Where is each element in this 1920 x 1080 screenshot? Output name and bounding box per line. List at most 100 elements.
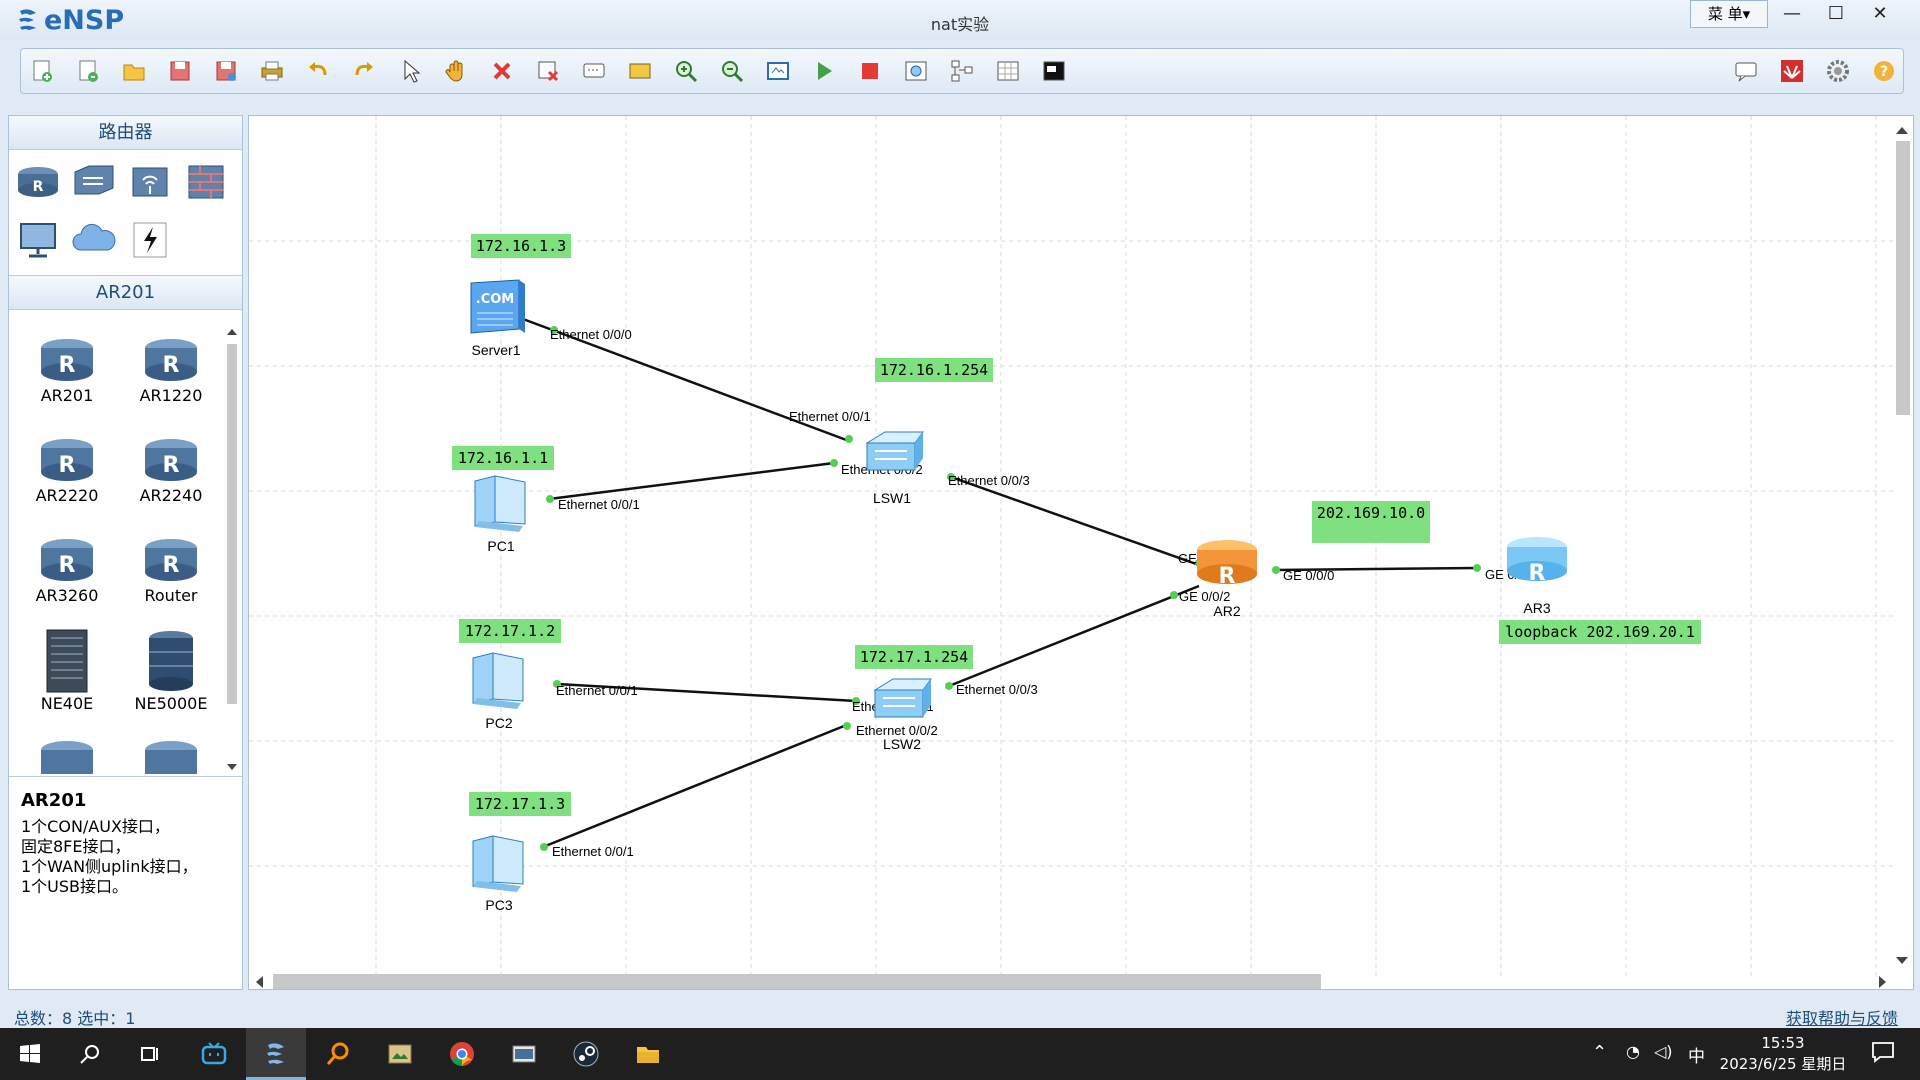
capture-icon[interactable] [902,57,930,85]
node-pc2[interactable]: PC2 [472,652,524,731]
device-partial-1[interactable] [17,734,117,774]
link-ar2-ar3[interactable] [1275,566,1478,572]
explorer-icon[interactable] [618,1028,678,1080]
device-list-scrollbar[interactable] [224,324,240,776]
search-icon[interactable] [60,1028,120,1080]
link-pc3-lsw2[interactable] [542,722,850,849]
note-lsw1-text: 172.16.1.254 [880,361,988,379]
redo-icon[interactable] [350,57,378,85]
canvas-hscrollbar[interactable] [256,974,1886,990]
note-pc3[interactable] [469,792,571,816]
open-icon[interactable] [120,57,148,85]
settings-icon[interactable] [1824,57,1852,85]
chat-icon[interactable] [1732,57,1760,85]
huawei-icon[interactable] [1778,57,1806,85]
node-ar2[interactable]: R AR2 [1197,540,1257,619]
wireless-category-icon[interactable] [127,160,173,204]
node-lsw1[interactable]: LSW1 [865,431,924,506]
category-grid: R [9,150,242,276]
minimize-button[interactable]: — [1783,3,1801,24]
grid-icon[interactable] [994,57,1022,85]
start-icon[interactable] [0,1028,60,1080]
chrome-icon[interactable] [432,1028,492,1080]
delete-icon[interactable] [488,57,516,85]
new-topology-icon[interactable] [28,57,56,85]
start-icon[interactable] [810,57,838,85]
node-pc3[interactable]: PC3 [472,835,524,913]
print-icon[interactable] [258,57,286,85]
close-button[interactable]: ✕ [1872,3,1888,24]
router-icon: R [145,339,197,381]
node-pc1[interactable]: PC1 [474,475,526,554]
note-lsw1[interactable] [875,358,993,382]
router-category-icon[interactable]: R [15,160,61,204]
topology-icon[interactable] [948,57,976,85]
steam-icon[interactable] [556,1028,616,1080]
photos-icon[interactable] [370,1028,430,1080]
ime-indicator[interactable]: 中 [1688,1047,1705,1067]
note-pc2[interactable] [459,619,561,643]
notification-icon[interactable] [1870,1040,1896,1064]
help-feedback-link[interactable]: 获取帮助与反馈 [1785,1009,1898,1028]
firewall-category-icon[interactable] [183,160,229,204]
delete-link-icon[interactable] [534,57,562,85]
link-lsw1-ar2[interactable] [950,475,1200,567]
zoom-in-icon[interactable] [672,57,700,85]
link-pc1-lsw1[interactable] [548,461,835,501]
link-server1-lsw1[interactable] [522,317,850,443]
port-labels: Ethernet 0/0/0 Ethernet 0/0/1 Ethernet 0… [550,327,1536,859]
help-icon[interactable]: ? [1870,57,1898,85]
port-label: Ethernet 0/0/3 [948,473,1030,488]
zoom-out-icon[interactable] [718,57,746,85]
menu-button[interactable]: 菜 单▾ [1690,0,1768,28]
palette-icon[interactable] [626,57,654,85]
switch-category-icon[interactable] [71,160,117,204]
terminal-app-icon[interactable] [494,1028,554,1080]
node-server1[interactable]: .COM Server1 [470,279,525,358]
node-lsw2[interactable]: LSW2 [873,678,932,752]
maximize-button[interactable]: ☐ [1827,3,1845,24]
topology-canvas[interactable]: 172.16.1.3 172.16.1.1 172.16.1.254 202.1… [248,115,1914,990]
link-lsw2-ar2[interactable] [948,584,1200,688]
note-server1[interactable] [471,234,571,258]
title-bar: eNSP nat实验 菜 单▾ — ☐ ✕ [0,0,1920,40]
clock[interactable]: 15:53 2023/6/25 星期日 [1718,1033,1848,1075]
select-icon[interactable] [396,57,424,85]
device-partial-2[interactable] [121,734,221,774]
save-icon[interactable] [166,57,194,85]
save-as-icon[interactable] [212,57,240,85]
undo-icon[interactable] [304,57,332,85]
network-icon[interactable]: ◔ [1626,1042,1640,1061]
volume-icon[interactable]: ◁) [1654,1042,1673,1061]
text-icon[interactable] [580,57,608,85]
terminal-category-icon[interactable] [15,218,61,262]
link-category-icon[interactable] [127,218,173,262]
pan-icon[interactable] [442,57,470,85]
cloud-category-icon[interactable] [71,218,117,262]
note-ar3[interactable] [1499,620,1701,644]
cluster-icon [149,631,193,691]
ensp-icon[interactable] [246,1028,306,1080]
terminal-icon[interactable] [1040,57,1068,85]
device-ne5000e[interactable]: NE5000E [121,628,221,713]
new-example-icon[interactable] [74,57,102,85]
note-link[interactable] [1312,501,1430,543]
device-ne40e[interactable]: NE40E [17,628,117,713]
search-tool-icon[interactable] [308,1028,368,1080]
canvas-vscrollbar[interactable] [1896,127,1910,964]
fit-icon[interactable] [764,57,792,85]
note-pc1[interactable] [452,446,554,470]
link-pc2-lsw2[interactable] [556,682,857,703]
node-ar3[interactable]: R AR3 [1507,537,1567,616]
bilibili-icon[interactable] [184,1028,244,1080]
note-lsw2[interactable] [855,645,973,669]
stop-icon[interactable] [856,57,884,85]
task-view-icon[interactable] [120,1028,180,1080]
tray-chevron-icon[interactable]: ⌃ [1592,1042,1608,1063]
